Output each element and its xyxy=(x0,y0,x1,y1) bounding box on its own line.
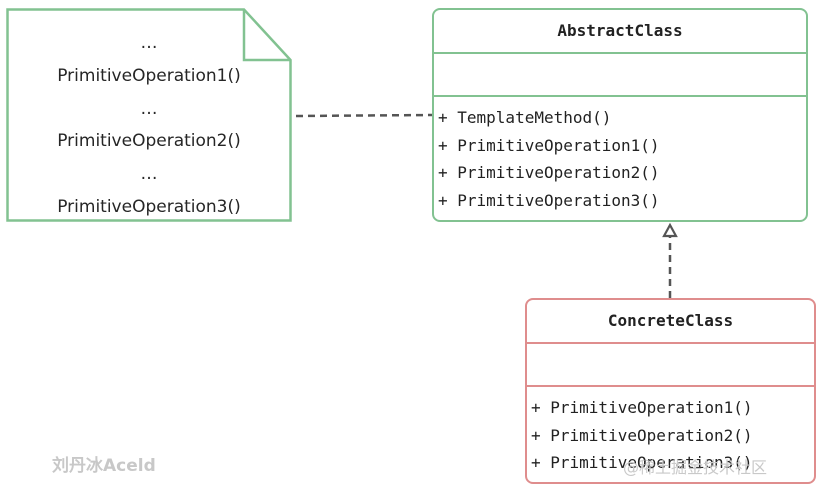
note-line: PrimitiveOperation3() xyxy=(57,196,241,217)
abstract-class-box: AbstractClass + TemplateMethod() + Primi… xyxy=(432,8,808,222)
operation: + PrimitiveOperation1() xyxy=(438,135,660,155)
note-line: … xyxy=(140,164,158,185)
site-watermark: @稀土掘金技术社区 xyxy=(623,458,768,477)
abstract-class-name: AbstractClass xyxy=(434,10,806,54)
inheritance-arrowhead-icon xyxy=(662,222,678,238)
concrete-class-operations: + PrimitiveOperation1() + PrimitiveOpera… xyxy=(527,387,814,477)
operation: + TemplateMethod() xyxy=(438,108,612,127)
note-text: … PrimitiveOperation1() … PrimitiveOpera… xyxy=(6,27,292,224)
abstract-class-attributes xyxy=(434,54,806,97)
note-line: … xyxy=(140,98,158,119)
concrete-class-name: ConcreteClass xyxy=(527,300,814,344)
note-line: PrimitiveOperation2() xyxy=(57,131,241,152)
note-line: PrimitiveOperation1() xyxy=(57,65,241,86)
operation: + PrimitiveOperation1() xyxy=(531,398,753,417)
operation: + PrimitiveOperation3() xyxy=(438,190,660,210)
operation: + PrimitiveOperation2() xyxy=(531,425,753,445)
operation: + PrimitiveOperation2() xyxy=(438,163,660,182)
concrete-class-attributes xyxy=(527,344,814,387)
abstract-class-operations: + TemplateMethod() + PrimitiveOperation1… xyxy=(434,97,806,214)
note-anchor-dashed-line xyxy=(295,113,433,118)
note-box: … PrimitiveOperation1() … PrimitiveOpera… xyxy=(6,8,292,222)
author-watermark: 刘丹冰Aceld xyxy=(52,456,156,476)
operation: + PrimitiveOperation3() xyxy=(531,453,753,472)
concrete-class-box: ConcreteClass + PrimitiveOperation1() + … xyxy=(525,298,816,484)
note-shape xyxy=(6,8,292,222)
note-line: … xyxy=(140,33,158,53)
